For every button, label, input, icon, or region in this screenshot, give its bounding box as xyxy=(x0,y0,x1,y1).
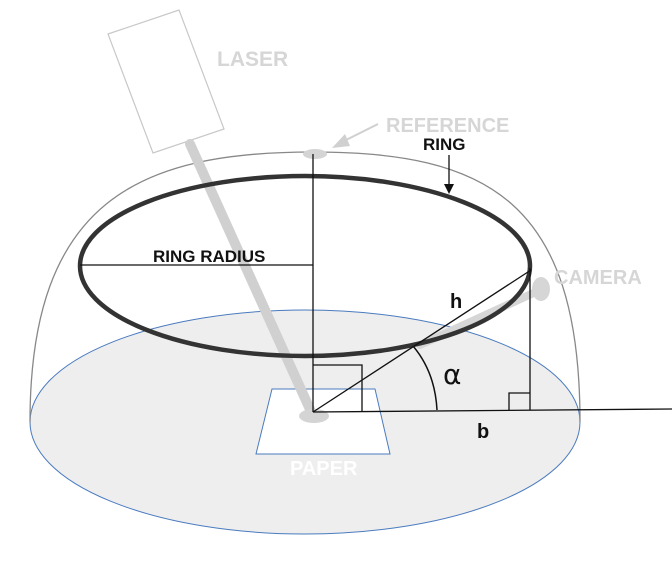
paper-label: PAPER xyxy=(290,458,358,480)
laser-beam xyxy=(185,139,318,421)
ring-radius-label: RING RADIUS xyxy=(153,247,265,266)
laser-box xyxy=(107,9,225,154)
camera-lens xyxy=(532,277,550,301)
laser-label: LASER xyxy=(217,48,288,71)
reference-label: REFERENCE xyxy=(386,115,509,137)
camera-label: CAMERA xyxy=(554,267,642,289)
ring xyxy=(77,173,533,359)
baseline-b xyxy=(312,408,672,413)
ring-arrowhead xyxy=(444,184,454,194)
center-right-angle xyxy=(313,364,363,412)
alpha-label: α xyxy=(443,358,461,391)
camera-right-angle xyxy=(508,392,530,410)
hypotenuse-h xyxy=(312,269,532,413)
alpha-arc xyxy=(412,345,438,411)
reference-arrowhead xyxy=(332,134,350,148)
h-label: h xyxy=(450,291,462,313)
b-label: b xyxy=(477,421,489,443)
reference-mark xyxy=(303,149,327,159)
ring-label: RING xyxy=(423,135,466,154)
